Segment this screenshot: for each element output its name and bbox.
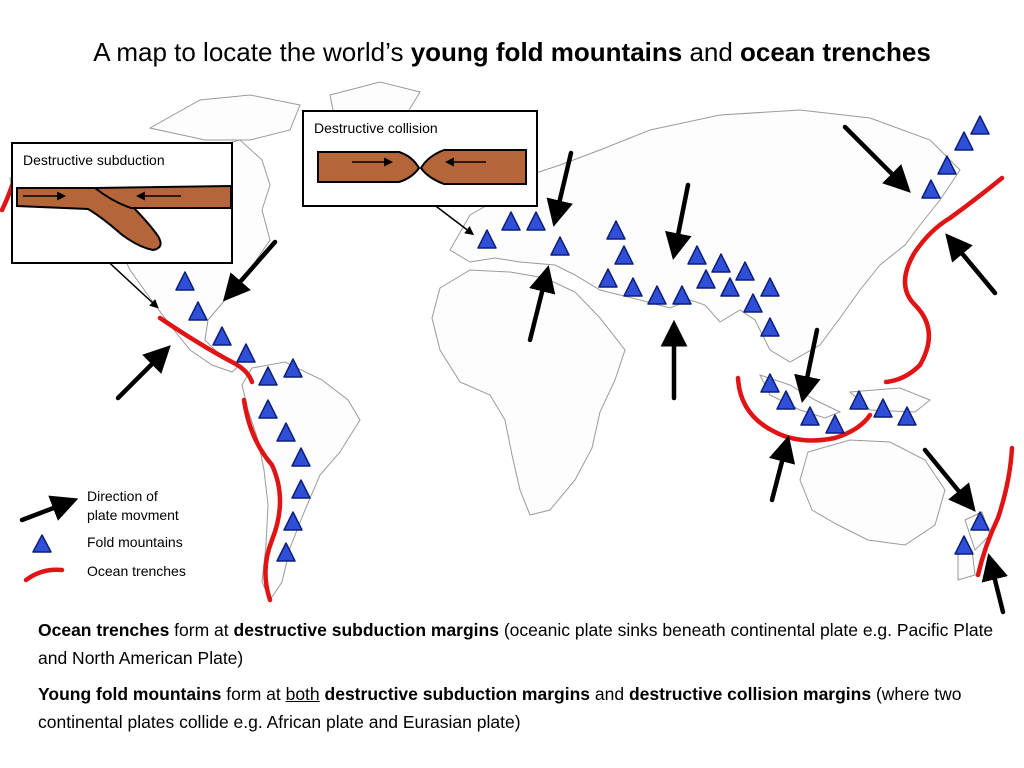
eurasia-outline xyxy=(449,109,961,363)
direction-arrow-icon xyxy=(665,182,692,261)
mountain-icon xyxy=(188,301,208,321)
mountain-icon xyxy=(672,285,692,305)
mountain-icon xyxy=(897,406,917,426)
direction-arrow-icon xyxy=(527,265,556,343)
mountain-icon xyxy=(258,366,278,386)
mountain-icon xyxy=(687,245,707,265)
explanation-text: Ocean trenches form at destructive subdu… xyxy=(38,616,998,744)
mountain-icon xyxy=(258,399,278,419)
plate-movement-arrows xyxy=(115,124,1008,615)
subduction-label: Destructive subduction xyxy=(23,152,165,168)
mountain-icon xyxy=(175,271,195,291)
mountain-icon xyxy=(921,179,941,199)
mountain-icon xyxy=(276,422,296,442)
page-title: A map to locate the world’s young fold m… xyxy=(93,37,931,67)
mountain-icon xyxy=(849,390,869,410)
mountain-icon xyxy=(720,277,740,297)
trench-japan-mariana xyxy=(883,175,1005,385)
mountain-icon xyxy=(526,211,546,231)
direction-arrow-icon xyxy=(768,435,796,503)
mountain-icon xyxy=(276,542,296,562)
legend-arrow-icon xyxy=(19,495,79,523)
mountain-icon xyxy=(873,398,893,418)
mountain-icon xyxy=(623,277,643,297)
mountain-icon xyxy=(970,511,990,531)
legend-mountain-label: Fold mountains xyxy=(87,534,183,550)
mountain-icon xyxy=(212,326,232,346)
collision-diagram xyxy=(317,149,527,185)
subduction-inset: Destructive subduction xyxy=(11,142,233,264)
direction-arrow-icon xyxy=(922,447,976,512)
mountain-icon xyxy=(598,268,618,288)
trench-tonga-kermadec xyxy=(975,445,1015,578)
mountain-icon xyxy=(760,373,780,393)
trench-peru-chile xyxy=(241,397,283,603)
mountain-icon xyxy=(970,115,990,135)
mountain-icon xyxy=(954,131,974,151)
left-continental-plate xyxy=(317,151,421,183)
direction-arrow-icon xyxy=(115,345,171,401)
trench-middle-america xyxy=(157,315,255,385)
mountain-icon xyxy=(501,211,521,231)
direction-arrow-icon xyxy=(546,150,574,227)
mountain-icon xyxy=(614,245,634,265)
trench-sunda xyxy=(735,375,873,443)
mountain-icon xyxy=(776,390,796,410)
mountain-icon xyxy=(735,261,755,281)
note-ocean-trenches: Ocean trenches form at destructive subdu… xyxy=(38,620,994,668)
mountain-icon xyxy=(711,253,731,273)
mountain-icon xyxy=(291,479,311,499)
right-continental-plate xyxy=(419,149,527,185)
fold-mountains xyxy=(175,115,990,562)
direction-arrow-icon xyxy=(222,239,278,302)
mountain-icon xyxy=(760,277,780,297)
mountain-icon xyxy=(696,269,716,289)
subduction-diagram xyxy=(16,184,232,252)
mountain-icon xyxy=(283,358,303,378)
mountain-icon xyxy=(606,220,626,240)
arctic-islands-outline xyxy=(148,94,301,141)
mountain-icon xyxy=(800,406,820,426)
mountain-icon xyxy=(236,343,256,363)
direction-arrow-icon xyxy=(794,327,821,403)
mountain-icon xyxy=(550,236,570,256)
direction-arrow-icon xyxy=(842,124,911,193)
australia-outline xyxy=(799,439,946,546)
continental-plate xyxy=(92,184,232,209)
legend-trench-icon xyxy=(23,567,65,583)
legend-trench-label: Ocean trenches xyxy=(87,563,186,579)
collision-label: Destructive collision xyxy=(314,120,438,136)
mountain-icon xyxy=(954,535,974,555)
africa-outline xyxy=(431,269,626,516)
mountain-icon xyxy=(283,511,303,531)
mountain-icon xyxy=(743,293,763,313)
mountain-icon xyxy=(291,447,311,467)
legend-mountain-icon xyxy=(32,534,52,553)
collision-inset: Destructive collision xyxy=(302,110,538,207)
note-fold-mountains: Young fold mountains form at both destru… xyxy=(38,684,962,732)
mountain-icon xyxy=(647,285,667,305)
mountain-icon xyxy=(937,155,957,175)
mountain-icon xyxy=(477,229,497,249)
ocean-trenches xyxy=(0,175,1015,603)
mountain-icon xyxy=(760,317,780,337)
direction-arrow-icon xyxy=(981,553,1008,615)
direction-arrow-icon xyxy=(945,233,998,296)
map-legend-symbols xyxy=(19,495,79,583)
mountain-icon xyxy=(825,414,845,434)
legend-arrow-label: Direction of plate movment xyxy=(87,488,179,523)
